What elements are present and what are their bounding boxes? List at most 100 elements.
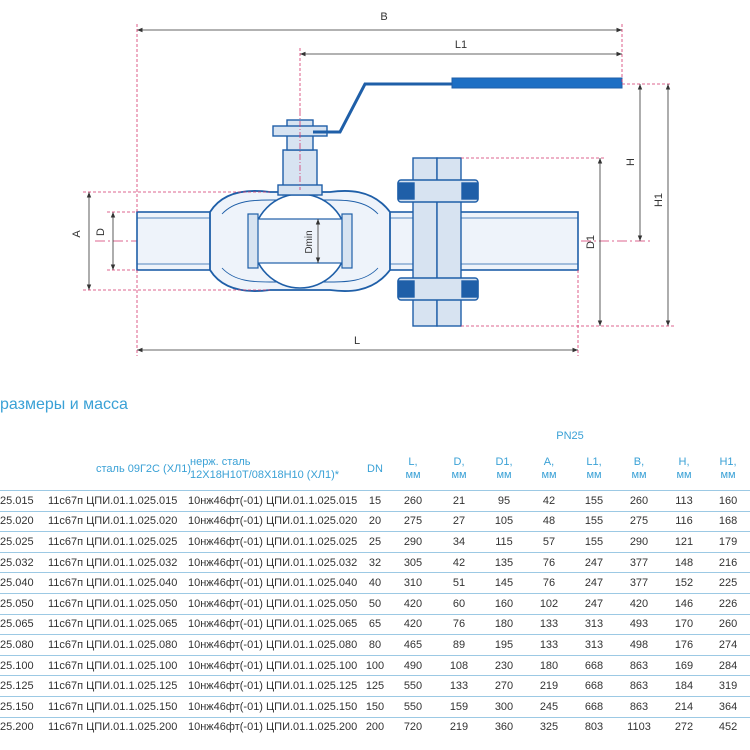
cell-dn: 200 bbox=[365, 721, 385, 734]
cell-A: 57 bbox=[526, 531, 572, 553]
cell-dn: 65 bbox=[360, 614, 390, 636]
label-H1: H1 bbox=[653, 193, 665, 207]
header-dn: DN bbox=[360, 447, 390, 491]
cell-D1: 95 bbox=[482, 490, 526, 512]
cell-B: 1103 bbox=[627, 721, 651, 734]
cell-L1: 155 bbox=[572, 490, 616, 512]
cell-D1: 300 bbox=[482, 696, 526, 718]
cell-D: 42 bbox=[436, 552, 482, 574]
dimension-L1 bbox=[299, 48, 622, 110]
cell-L1: 803 bbox=[584, 721, 604, 734]
cell-B: 260 bbox=[616, 490, 662, 512]
cell-L: 465 bbox=[390, 634, 436, 656]
cell-D: 34 bbox=[436, 531, 482, 553]
cell-B: 863 bbox=[616, 655, 662, 677]
pn-label: PN25 bbox=[556, 430, 584, 442]
cell-D1: 145 bbox=[482, 572, 526, 594]
cell-c2: 10нж46фт(-01) ЦПИ.01.1.025.200 bbox=[188, 721, 358, 734]
cell-H: 272 bbox=[674, 721, 694, 734]
cell-c2: 10нж46фт(-01) ЦПИ.01.1.025.032 bbox=[188, 552, 360, 574]
cell-D: 27 bbox=[436, 511, 482, 533]
cell-H: 169 bbox=[662, 655, 706, 677]
cell-D1: 270 bbox=[482, 675, 526, 697]
header-H1: H1,мм bbox=[706, 447, 750, 491]
cell-B: 420 bbox=[616, 593, 662, 615]
cell-H: 152 bbox=[662, 572, 706, 594]
dimension-H1 bbox=[461, 84, 674, 327]
cell-L1: 668 bbox=[572, 675, 616, 697]
cell-D1: 230 bbox=[482, 655, 526, 677]
cell-L: 260 bbox=[390, 490, 436, 512]
label-A: A bbox=[71, 230, 83, 238]
cell-L1: 247 bbox=[572, 593, 616, 615]
cell-A: 76 bbox=[526, 552, 572, 574]
cell-c0: 25.150 bbox=[0, 696, 48, 718]
cell-c0: 25.065 bbox=[0, 614, 48, 636]
cell-c0: 25.100 bbox=[0, 655, 48, 677]
cell-c1: 11с67п ЦПИ.01.1.025.150 bbox=[48, 696, 188, 718]
pressure-header-row: PN25 bbox=[0, 425, 750, 447]
cell-c0: 25.015 bbox=[0, 490, 48, 512]
cell-A: 48 bbox=[526, 511, 572, 533]
cell-c2: 10нж46фт(-01) ЦПИ.01.1.025.050 bbox=[188, 593, 360, 615]
cell-H1: 274 bbox=[706, 634, 750, 656]
cell-dn: 150 bbox=[360, 696, 390, 718]
dimension-L bbox=[136, 270, 579, 356]
label-D: D bbox=[95, 228, 107, 236]
cell-H1: 168 bbox=[706, 511, 750, 533]
cell-c0: 25.025 bbox=[0, 531, 48, 553]
header-A: A,мм bbox=[526, 447, 572, 491]
cell-H1: 226 bbox=[706, 593, 750, 615]
cell-c1: 11с67п ЦПИ.01.1.025.032 bbox=[48, 552, 188, 574]
header-stainless-line2: 12Х18Н10Т/08Х18Н10 (ХЛ1)* bbox=[190, 468, 340, 481]
column-header-row: сталь 09Г2С (ХЛ1) нерж. сталь 12Х18Н10Т/… bbox=[0, 447, 750, 491]
cell-dn: 32 bbox=[360, 552, 390, 574]
cell-L: 550 bbox=[390, 696, 436, 718]
cell-c1: 11с67п ЦПИ.01.1.025.080 bbox=[48, 634, 188, 656]
cell-H1: 260 bbox=[706, 614, 750, 636]
cell-c2: 10нж46фт(-01) ЦПИ.01.1.025.065 bbox=[188, 614, 360, 636]
cell-L: 420 bbox=[390, 593, 436, 615]
cell-D: 159 bbox=[436, 696, 482, 718]
cell-A: 133 bbox=[526, 634, 572, 656]
cell-H1: 452 bbox=[718, 721, 738, 734]
label-L1: L1 bbox=[455, 39, 467, 51]
cell-L1: 313 bbox=[572, 634, 616, 656]
label-D1: D1 bbox=[585, 235, 597, 249]
cell-dn: 25 bbox=[360, 531, 390, 553]
cell-c0: 25.080 bbox=[0, 634, 48, 656]
label-H: H bbox=[625, 158, 637, 166]
cell-H1: 160 bbox=[706, 490, 750, 512]
header-stainless-line1: нерж. сталь bbox=[190, 455, 251, 468]
cell-D: 60 bbox=[436, 593, 482, 615]
cell-c1: 11с67п ЦПИ.01.1.025.015 bbox=[48, 490, 188, 512]
cell-B: 863 bbox=[616, 675, 662, 697]
cell-c1: 11с67п ЦПИ.01.1.025.100 bbox=[48, 655, 188, 677]
cell-D: 76 bbox=[436, 614, 482, 636]
header-L: L,мм bbox=[390, 447, 436, 491]
cell-H1: 364 bbox=[706, 696, 750, 718]
label-Dmin: Dmin bbox=[304, 230, 315, 253]
cell-dn: 15 bbox=[360, 490, 390, 512]
cell-L: 305 bbox=[390, 552, 436, 574]
valve-handle bbox=[313, 82, 622, 134]
cell-D: 89 bbox=[436, 634, 482, 656]
cell-B: 498 bbox=[616, 634, 662, 656]
cell-H1: 225 bbox=[706, 572, 750, 594]
cell-L1: 155 bbox=[572, 531, 616, 553]
cell-c0: 25.125 bbox=[0, 675, 48, 697]
cell-c1: 11с67п ЦПИ.01.1.025.065 bbox=[48, 614, 188, 636]
cell-L: 490 bbox=[390, 655, 436, 677]
cell-L1: 668 bbox=[572, 696, 616, 718]
cell-D1: 360 bbox=[494, 721, 514, 734]
dimension-H bbox=[622, 83, 672, 241]
cell-L: 310 bbox=[390, 572, 436, 594]
header-D: D,мм bbox=[436, 447, 482, 491]
